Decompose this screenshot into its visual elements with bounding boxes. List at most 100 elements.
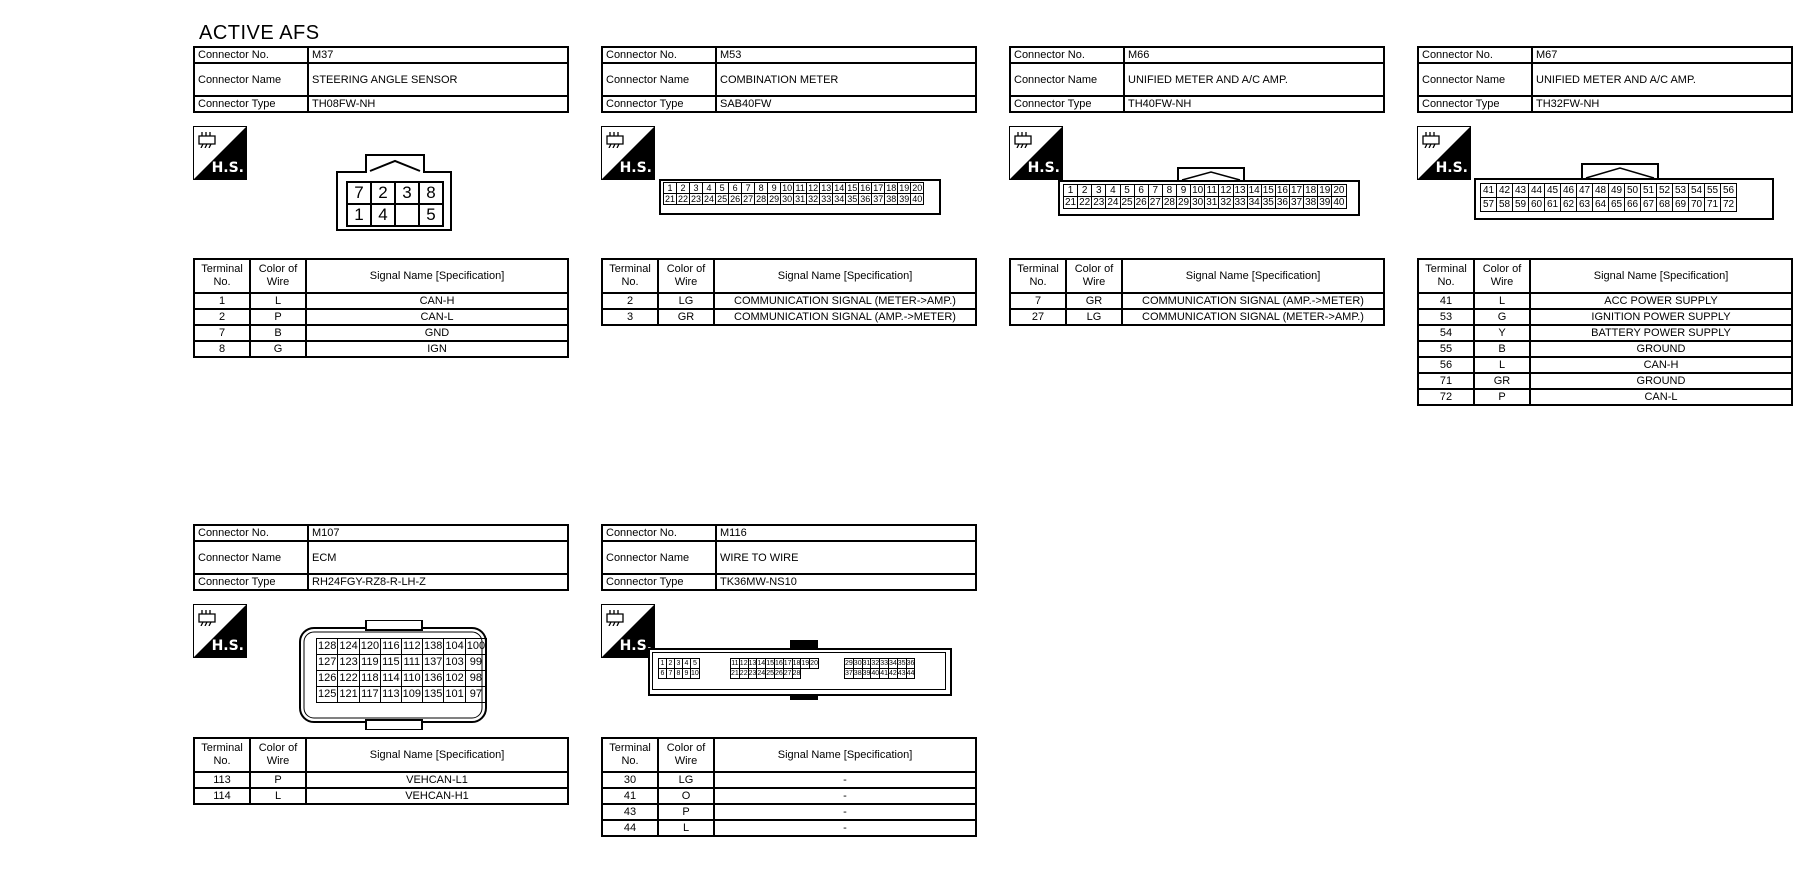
- conn-no-value: M37: [307, 46, 569, 64]
- conn-type-label: Connector Type: [193, 95, 309, 113]
- pin-cell: 44: [1528, 183, 1545, 198]
- pin-cell: 14: [1246, 184, 1262, 197]
- page-title: ACTIVE AFS: [199, 22, 320, 44]
- pin-cell: 17: [1288, 184, 1305, 197]
- pin-cell: 4: [682, 658, 691, 669]
- pin-cell: 34: [1246, 196, 1262, 209]
- conn-no-label: Connector No.: [601, 46, 717, 64]
- terminal-cell: 56: [1417, 356, 1475, 374]
- pin-cell: 3: [394, 181, 420, 205]
- pin-cell: 25: [1119, 196, 1135, 209]
- pin-cell: 33: [1232, 196, 1248, 209]
- terminal-cell: 113: [193, 771, 251, 789]
- pin-cell: 24: [756, 668, 767, 679]
- pin-cell: 36: [905, 658, 916, 669]
- pin-cell: 5: [1119, 184, 1135, 197]
- harness-side-icon: H.S.: [1009, 126, 1063, 180]
- signal-cell: CAN-L: [305, 308, 569, 326]
- pin-cell: 16: [858, 182, 873, 194]
- pin-cell: 3: [674, 658, 683, 669]
- wire-color-cell: P: [249, 771, 307, 789]
- wire-color-cell: O: [657, 787, 715, 805]
- pin-cell: 122: [337, 670, 360, 687]
- pin-cell: 40: [1331, 196, 1347, 209]
- signal-cell: ACC POWER SUPPLY: [1529, 292, 1793, 310]
- conn-type-value: TH08FW-NH: [307, 95, 569, 113]
- terminal-cell: 71: [1417, 372, 1475, 390]
- terminal-cell: 41: [601, 787, 659, 805]
- pin-cell: 57: [1480, 197, 1497, 212]
- pin-cell: 35: [896, 658, 907, 669]
- pin-cell: 13: [747, 658, 758, 669]
- pin-cell: 31: [1204, 196, 1220, 209]
- pin-cell: 39: [1317, 196, 1333, 209]
- pin-cell: 5: [418, 203, 444, 227]
- signal-cell: COMMUNICATION SIGNAL (AMP.->METER): [713, 308, 977, 326]
- pin-cell: 34: [887, 658, 898, 669]
- pin-cell: 69: [1672, 197, 1689, 212]
- terminal-header: Terminal No.: [601, 258, 659, 294]
- color-header: Color of Wire: [657, 737, 715, 773]
- pin-cell: 128: [315, 638, 339, 655]
- pin-cell: 9: [1175, 184, 1192, 197]
- conn-name-label: Connector Name: [1009, 62, 1125, 97]
- pin-cell: 111: [400, 654, 423, 671]
- pin-cell: 28: [791, 668, 802, 679]
- pin-cell: 40: [910, 193, 925, 205]
- pin-cell: 8: [674, 668, 683, 679]
- pin-cell: 52: [1656, 183, 1673, 198]
- terminal-cell: 53: [1417, 308, 1475, 326]
- pin-cell: 99: [464, 654, 488, 671]
- pin-cell: 97: [464, 686, 488, 703]
- conn-name-value: UNIFIED METER AND A/C AMP.: [1123, 62, 1385, 97]
- pin-cell: 65: [1608, 197, 1625, 212]
- pin-cell: 32: [1218, 196, 1234, 209]
- pin-cell: 101: [443, 686, 466, 703]
- conn-type-value: SAB40FW: [715, 95, 977, 113]
- pin-cell: 54: [1688, 183, 1705, 198]
- terminal-header: Terminal No.: [1417, 258, 1475, 294]
- pin-cell: 13: [819, 182, 834, 194]
- wire-color-cell: L: [657, 819, 715, 837]
- conn-type-label: Connector Type: [1009, 95, 1125, 113]
- pin-cell: 22: [1077, 196, 1093, 209]
- conn-name-label: Connector Name: [1417, 62, 1533, 97]
- conn-name-label: Connector Name: [193, 540, 309, 575]
- pin-cell: 1: [662, 182, 678, 194]
- wire-color-cell: B: [249, 324, 307, 342]
- pin-cell: 14: [756, 658, 767, 669]
- pin-cell: 114: [380, 670, 402, 687]
- pin-cell: 3: [1091, 184, 1107, 197]
- pin-cell: 7: [666, 668, 675, 679]
- pin-cell: 58: [1496, 197, 1513, 212]
- pin-cell: 31: [793, 193, 808, 205]
- pin-cell: 8: [418, 181, 444, 205]
- terminal-cell: 2: [193, 308, 251, 326]
- pin-cell: 21: [662, 193, 678, 205]
- terminal-cell: 54: [1417, 324, 1475, 342]
- terminal-cell: 114: [193, 787, 251, 805]
- conn-name-value: WIRE TO WIRE: [715, 540, 977, 575]
- terminal-cell: 44: [601, 819, 659, 837]
- pin-cell: 33: [819, 193, 834, 205]
- signal-cell: -: [713, 819, 977, 837]
- pin-cell: 127: [315, 654, 339, 671]
- pin-cell: 2: [1077, 184, 1093, 197]
- pin-cell: 50: [1624, 183, 1641, 198]
- pin-cell: 23: [747, 668, 758, 679]
- pin-cell: 40: [870, 668, 881, 679]
- harness-side-icon: H.S.: [601, 604, 655, 658]
